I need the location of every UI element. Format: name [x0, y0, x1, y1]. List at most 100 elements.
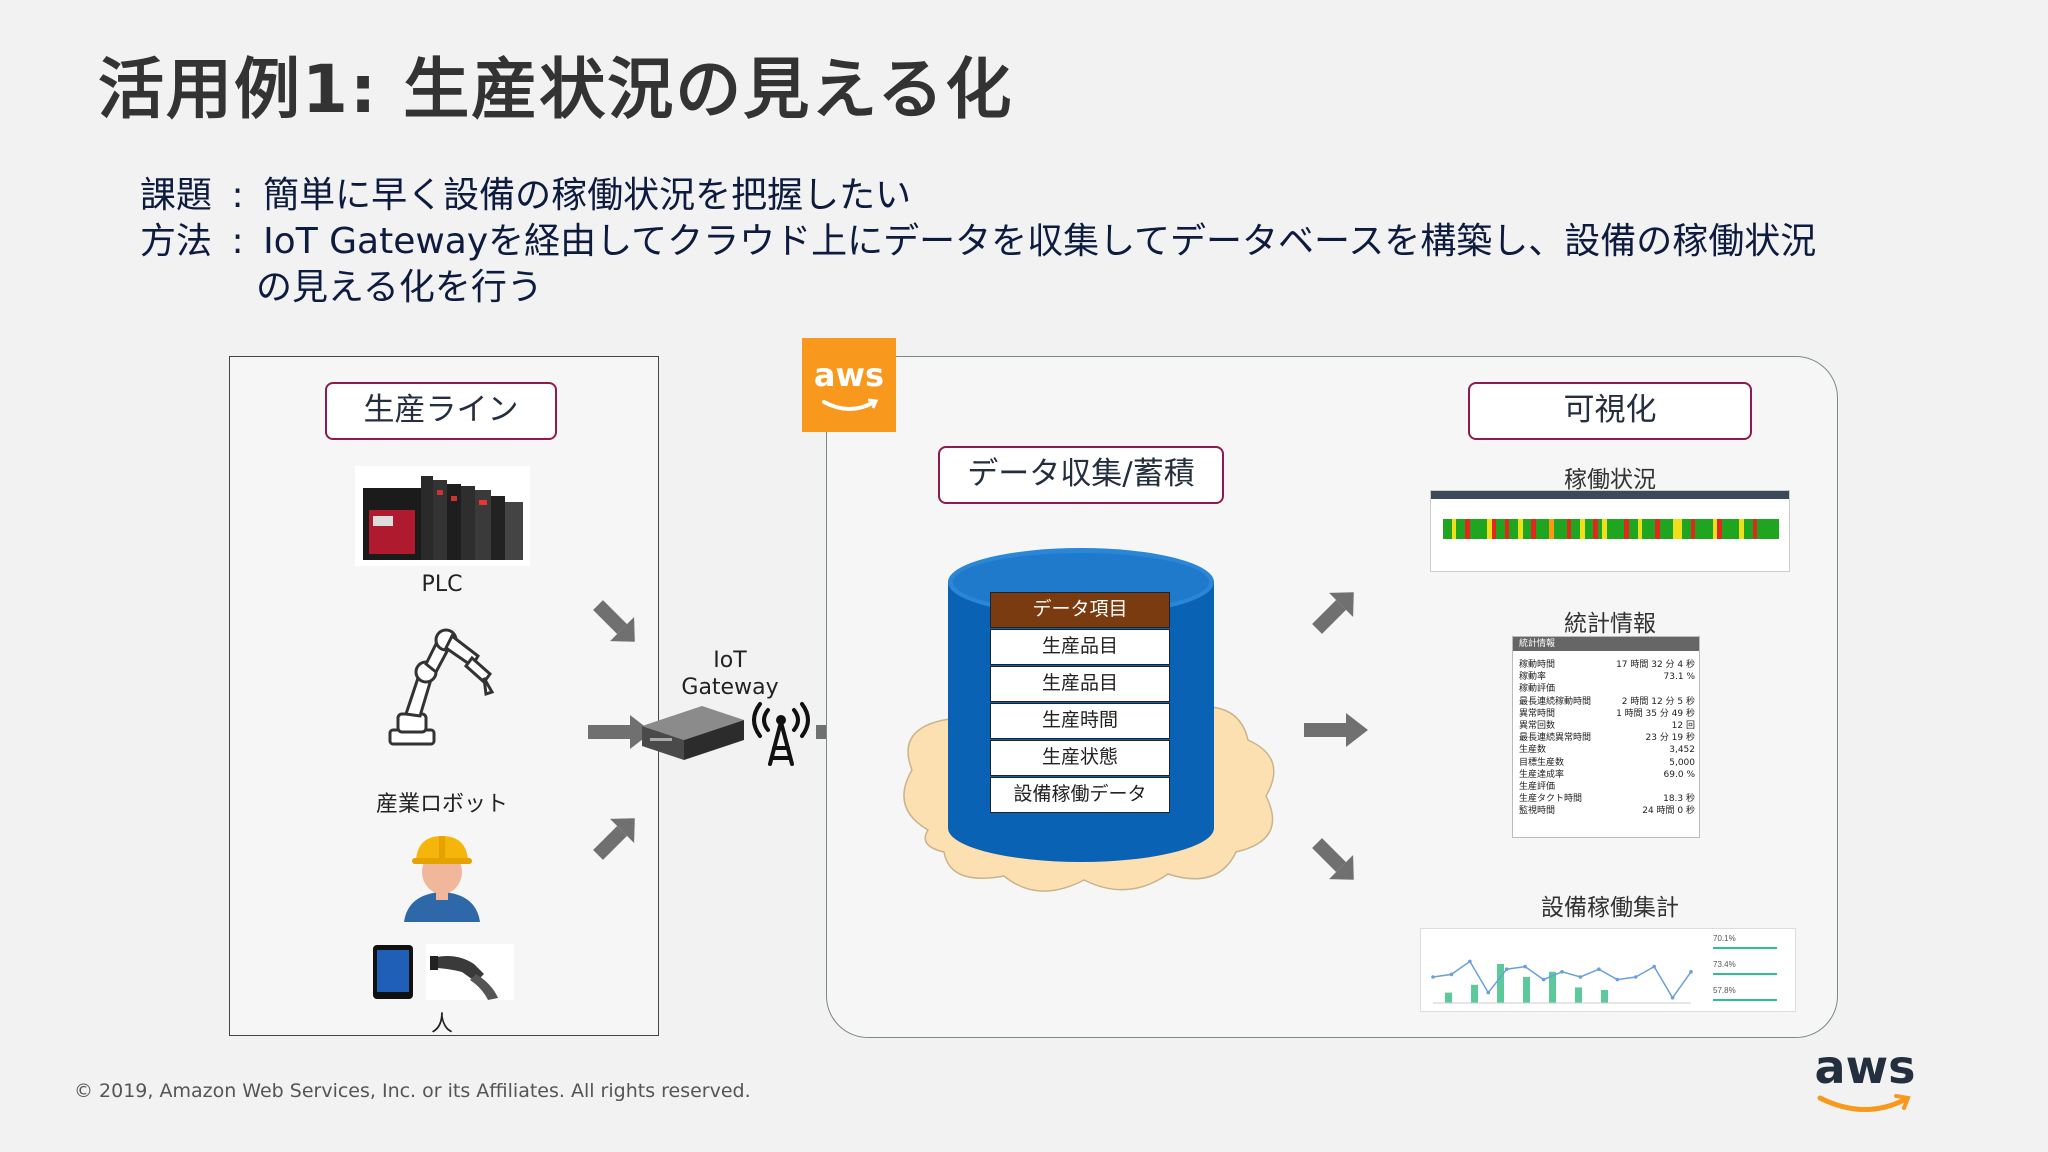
status-segment	[1770, 519, 1775, 539]
status-segment	[1659, 519, 1665, 539]
summary-point	[1652, 964, 1656, 969]
status-segment	[1487, 519, 1492, 539]
status-segment	[1584, 519, 1589, 539]
summary-bar	[1471, 984, 1478, 1003]
summary-point	[1468, 959, 1472, 964]
status-segment	[1708, 519, 1713, 539]
status-segment	[1447, 519, 1452, 539]
status-segment	[1491, 519, 1497, 539]
stat-value: 18.3 秒	[1663, 794, 1695, 805]
stat-key: 生産数	[1519, 745, 1547, 756]
issue-label: 課題	[140, 175, 213, 216]
aws-smile-icon	[822, 398, 879, 411]
status-segment	[1664, 519, 1669, 539]
status-segment	[1540, 519, 1545, 539]
status-segment	[1619, 519, 1625, 539]
stat-value: 73.1 %	[1663, 672, 1695, 683]
stat-key: 目標生産数	[1519, 757, 1565, 768]
output-arrows	[1304, 592, 1368, 880]
summary-point	[1504, 967, 1509, 971]
status-segment	[1761, 519, 1766, 539]
status-segment	[1699, 519, 1704, 539]
status-segment	[1739, 519, 1744, 539]
summary-point	[1597, 967, 1601, 971]
panel-header-bar	[1431, 491, 1789, 499]
statistics-title: 統計情報	[1564, 611, 1656, 637]
status-segment	[1712, 519, 1718, 539]
aws-footer-logo: aws	[1810, 1040, 1920, 1120]
stat-key: 監視時間	[1519, 806, 1556, 817]
data-item-row: 生産時間	[990, 703, 1170, 739]
summary-point	[1431, 975, 1435, 979]
status-segment	[1672, 519, 1678, 539]
status-segment	[1774, 519, 1780, 539]
issue-line: 課題 : 簡単に早く設備の稼働状況を把握したい	[140, 166, 911, 218]
status-segment	[1726, 519, 1731, 539]
summary-bar	[1575, 987, 1582, 1003]
stat-key: 最長連続異常時間	[1519, 733, 1592, 744]
stat-value: 17 時間 32 分 4 秒	[1616, 660, 1695, 670]
status-segment	[1518, 519, 1523, 539]
status-segment	[1531, 519, 1536, 539]
summary-point	[1578, 975, 1583, 979]
visualization-tag: 可視化	[1468, 382, 1752, 440]
stat-value: 5,000	[1669, 757, 1695, 768]
status-segment	[1522, 519, 1528, 539]
issue-sep: :	[231, 175, 244, 216]
status-segment	[1473, 519, 1479, 539]
status-segment	[1734, 519, 1740, 539]
aws-badge: aws	[802, 338, 896, 432]
status-segment	[1606, 519, 1612, 539]
equipment-summary-panel: 70.1%73.4%57.8%	[1420, 928, 1796, 1012]
status-segment	[1504, 519, 1510, 539]
status-segment	[1756, 519, 1762, 539]
stat-value: 2 時間 12 分 5 秒	[1621, 696, 1695, 707]
equipment-summary-title: 設備稼働集計	[1541, 895, 1679, 921]
status-segment	[1566, 519, 1572, 539]
summary-bar	[1497, 964, 1504, 1003]
status-segment	[1549, 519, 1554, 539]
stat-row: 異常回数 12 回	[1513, 720, 1699, 732]
stat-row: 目標生産数 5,000	[1513, 757, 1699, 769]
stat-row: 生産評価	[1513, 781, 1699, 793]
status-segment	[1721, 519, 1726, 539]
copyright-footer: © 2019, Amazon Web Services, Inc. or its…	[74, 1080, 751, 1102]
summary-point	[1560, 970, 1564, 974]
method-text-cont: の見える化を行う	[256, 267, 543, 308]
stat-value: 12 回	[1671, 720, 1695, 731]
status-segment	[1703, 519, 1709, 539]
person-label: 人	[430, 1012, 453, 1037]
status-segment	[1641, 519, 1647, 539]
status-segment	[1615, 519, 1620, 539]
gateway-label-line1: IoT	[713, 648, 747, 673]
data-item-row: 生産品目	[990, 666, 1170, 702]
summary-point	[1541, 977, 1546, 982]
stat-key: 異常回数	[1519, 720, 1556, 731]
status-segment	[1478, 519, 1483, 539]
summary-point	[1615, 977, 1620, 982]
issue-text: 簡単に早く設備の稼働状況を把握したい	[263, 175, 912, 216]
status-segment	[1655, 519, 1660, 539]
worker-icon	[400, 830, 484, 922]
stat-value: 3,452	[1669, 745, 1695, 756]
plc-icon	[355, 466, 530, 566]
status-segment	[1588, 519, 1594, 539]
status-segment	[1513, 519, 1519, 539]
method-sep: :	[231, 221, 244, 262]
summary-bar	[1445, 992, 1452, 1003]
status-segment	[1562, 519, 1567, 539]
status-segment	[1509, 519, 1514, 539]
status-segment	[1695, 519, 1700, 539]
aws-badge-text: aws	[813, 356, 885, 394]
aws-footer-smile-icon	[1817, 1094, 1911, 1112]
production-line-tag: 生産ライン	[325, 382, 557, 440]
summary-point	[1486, 990, 1491, 995]
status-segment	[1650, 519, 1656, 539]
